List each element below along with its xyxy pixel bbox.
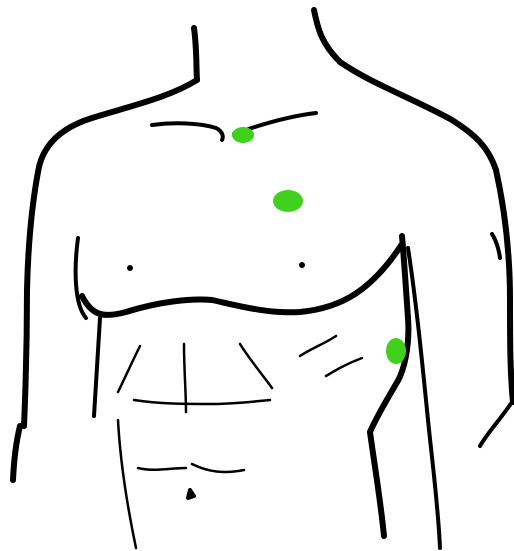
marker-below-right-clavicle xyxy=(232,127,254,143)
electrode-markers xyxy=(232,127,406,364)
left-underarm-line xyxy=(492,234,500,258)
ab-middle-line xyxy=(134,400,270,404)
ab-upper-left-line xyxy=(240,344,272,388)
left-outer-flank-line xyxy=(408,248,440,548)
pectoral-lower-line xyxy=(82,244,402,315)
right-arm-inner-line xyxy=(13,426,20,480)
neck-left-line xyxy=(194,28,197,80)
neck-right-line xyxy=(314,10,340,62)
ab-upper-right-line xyxy=(118,346,140,392)
serratus-line-2 xyxy=(326,358,362,376)
ab-lower-left-line xyxy=(192,464,244,472)
marker-left-lateral-ribcage xyxy=(386,338,406,364)
left-arm-outer-line xyxy=(496,170,513,402)
ab-center-line xyxy=(184,344,186,412)
right-shoulder-line xyxy=(38,80,197,172)
right-arm-outer-line xyxy=(24,172,38,426)
navel xyxy=(188,490,194,498)
right-underarm-line xyxy=(76,238,86,318)
right-clavicle-line xyxy=(152,123,223,140)
right-lower-flank-line xyxy=(118,420,136,548)
left-arm-lower-line xyxy=(480,402,512,446)
ab-lower-right-line xyxy=(138,468,186,470)
left-flank-line xyxy=(370,432,384,536)
marker-upper-chest xyxy=(273,190,303,212)
left-nipple xyxy=(299,262,305,268)
left-shoulder-line xyxy=(340,62,496,170)
right-nipple xyxy=(127,265,133,271)
right-flank-line xyxy=(94,318,100,416)
body-outline xyxy=(13,10,513,548)
serratus-line-1 xyxy=(300,336,336,356)
